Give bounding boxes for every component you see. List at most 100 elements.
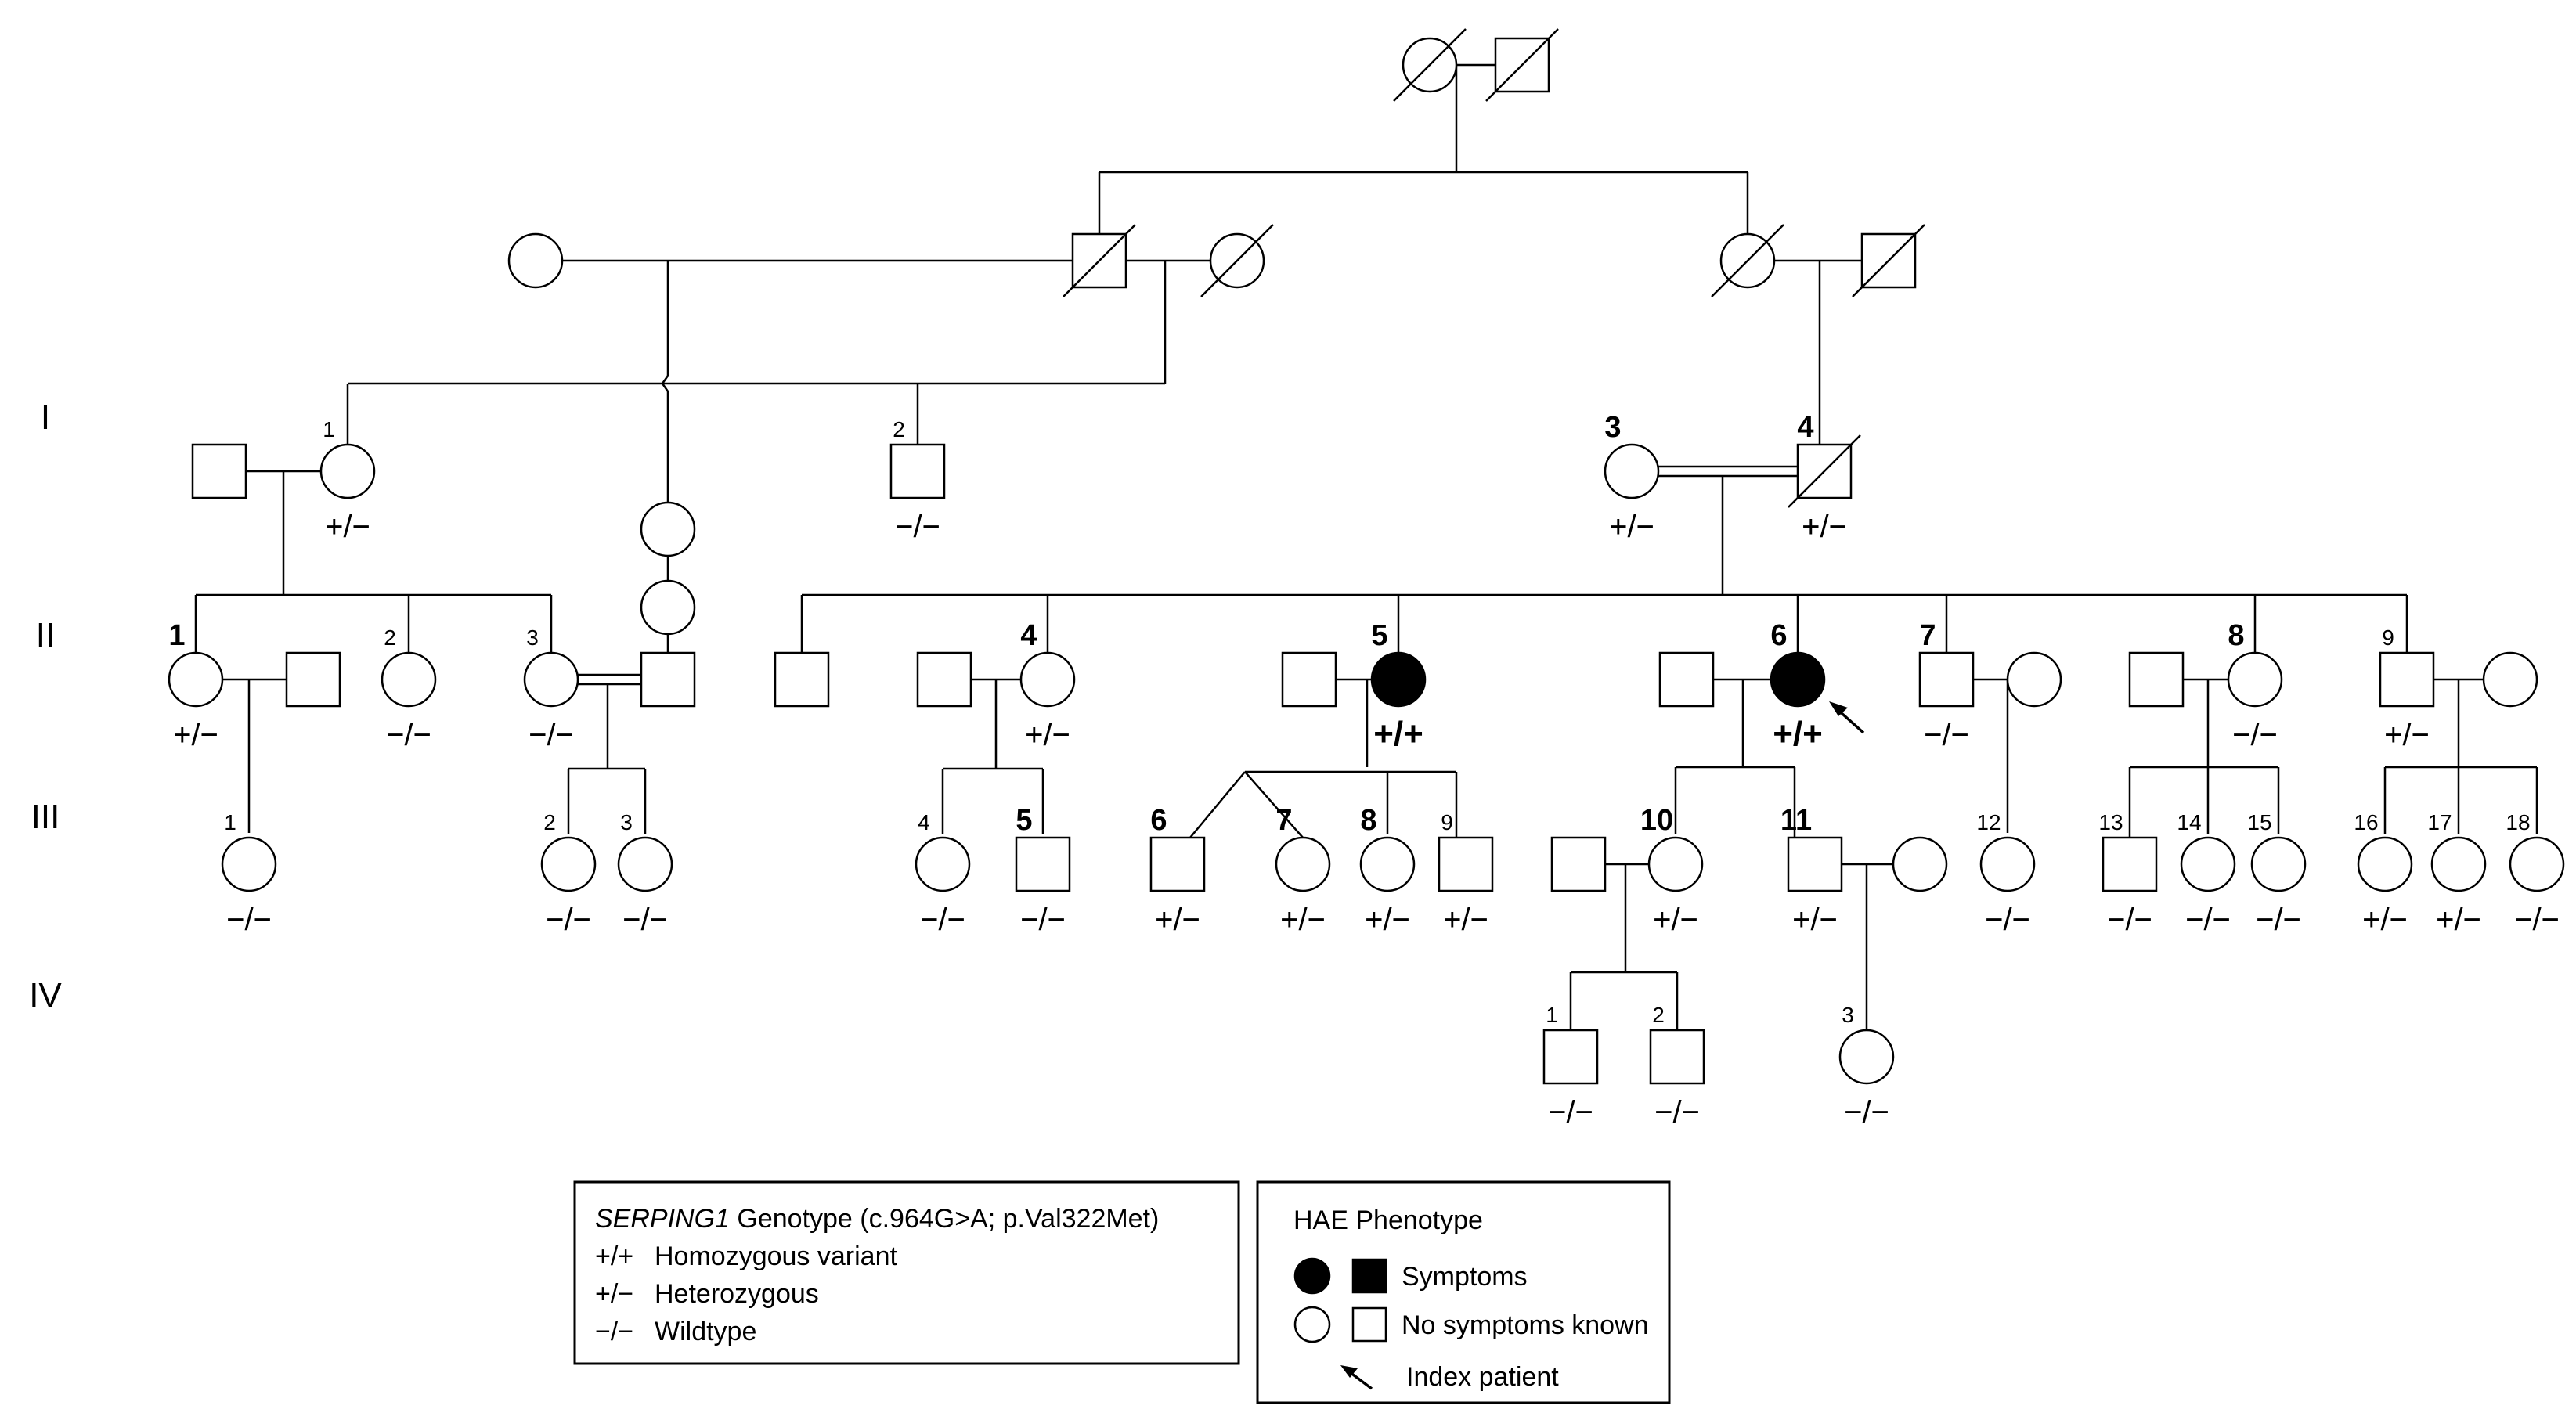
genotype-label: −/− [1654, 1095, 1700, 1130]
person-i-sp1 [191, 443, 247, 499]
person-iii-1: 1−/− [221, 810, 277, 937]
legend-genotype-code: +/− [595, 1279, 633, 1309]
male-symbol [889, 443, 946, 499]
male-symbol [916, 651, 972, 708]
deceased-slash [1711, 224, 1784, 297]
person-ii-3: 3−/− [523, 625, 579, 752]
genotype-label: −/− [2256, 903, 2301, 937]
person-iii-17: 17+/− [2427, 810, 2487, 937]
index-patient-label: Index patient [1406, 1362, 1559, 1392]
symptoms-label: Symptoms [1402, 1262, 1528, 1292]
individual-number: 1 [224, 810, 236, 834]
person-ii-8sp [2128, 651, 2185, 708]
person-g1-dh [1852, 224, 1925, 297]
deceased-slash [1063, 224, 1136, 297]
deceased-slash [1852, 224, 1925, 297]
genotype-label: −/− [529, 718, 574, 752]
female-symbol [221, 836, 277, 892]
person-i-4: 4+/− [1788, 411, 1861, 544]
male-symbol [1787, 836, 1843, 892]
legend-genotype-text: Homozygous variant [655, 1242, 897, 1271]
person-iii-11sp [1892, 836, 1948, 892]
female-symbol [1604, 443, 1660, 499]
deceased-slash [1200, 224, 1274, 297]
genotype-label: +/− [173, 718, 218, 752]
genotype-legend: SERPING1 Genotype (c.964G>A; p.Val322Met… [573, 1180, 1240, 1365]
female-symbol [640, 501, 696, 557]
individual-number: 2 [893, 417, 905, 441]
female-symbol [319, 443, 376, 499]
genotype-legend-title: SERPING1 Genotype (c.964G>A; p.Val322Met… [595, 1204, 1159, 1234]
individual-number: 11 [1780, 804, 1812, 837]
person-ii-3sp [640, 651, 696, 708]
genotype-label: +/− [1443, 903, 1488, 937]
male-symbol [1149, 836, 1206, 892]
affected-female-symbol [1370, 651, 1427, 708]
person-ii-4sp [916, 651, 972, 708]
person-iii-3: 3−/− [617, 810, 673, 937]
individual-number: 14 [2177, 810, 2201, 834]
index-patient-arrow [1829, 701, 1865, 734]
person-iii-13: 13−/− [2098, 810, 2158, 937]
generation-label: IV [29, 976, 62, 1015]
female-symbol [2227, 651, 2283, 708]
individual-number: 12 [1976, 810, 2001, 834]
person-i-3: 3+/− [1604, 411, 1660, 544]
affected-circle-symbol [1293, 1257, 1331, 1295]
genotype-label: +/− [1155, 903, 1200, 937]
female-symbol [915, 836, 971, 892]
genotype-label: −/− [920, 903, 965, 937]
genotype-label: −/− [2514, 903, 2560, 937]
deceased-slash [1393, 28, 1467, 102]
individual-number: 4 [1797, 411, 1813, 444]
male-symbol [1438, 836, 1494, 892]
female-symbol [640, 579, 696, 636]
genotype-label: +/− [325, 510, 370, 544]
individual-number: 7 [1919, 619, 1936, 652]
individual-number: 15 [2247, 810, 2271, 834]
person-ii-9sp [2482, 651, 2538, 708]
person-iv-1: 1−/− [1542, 1003, 1599, 1130]
individual-number: 16 [2354, 810, 2378, 834]
person-iii-7: 7+/− [1275, 804, 1331, 937]
male-symbol [191, 443, 247, 499]
genotype-label: +/− [1365, 903, 1410, 937]
individual-number: 4 [918, 810, 930, 834]
genotype-label: −/− [1020, 903, 1066, 937]
generation-label: II [36, 616, 55, 654]
deceased-slash [1485, 28, 1559, 102]
legend-genotype-code: +/+ [595, 1242, 633, 1271]
female-symbol [2482, 651, 2538, 708]
individual-number: 9 [2382, 625, 2394, 650]
female-symbol [2509, 836, 2565, 892]
male-symbol [1550, 836, 1607, 892]
person-iii-5: 5−/− [1015, 804, 1071, 937]
female-symbol [2006, 651, 2062, 708]
individual-number: 5 [1371, 619, 1387, 652]
individual-number: 9 [1441, 810, 1453, 834]
female-symbol [2357, 836, 2413, 892]
legend-genotype-text: Wildtype [655, 1317, 756, 1346]
person-iii-14: 14 −/− [2177, 810, 2236, 937]
person-iii-18: 18−/− [2506, 810, 2565, 937]
female-symbol [2430, 836, 2487, 892]
genotype-label: −/− [2185, 903, 2231, 937]
male-symbol [2379, 651, 2435, 708]
person-iii-8: 8+/− [1359, 804, 1416, 937]
genotype-label: +/+ [1373, 715, 1423, 753]
person-ii-6sp [1658, 651, 1715, 708]
legend-genotype-code: −/− [595, 1317, 633, 1346]
person-g0-m [1485, 28, 1559, 102]
person-iv-3: 3−/− [1838, 1003, 1895, 1130]
person-g1-w2 [1200, 224, 1274, 297]
genotype-label: −/− [622, 903, 668, 937]
person-g1-m [1063, 224, 1136, 297]
person-i-2: 2−/− [889, 417, 946, 544]
affected-square-symbol [1351, 1258, 1387, 1294]
person-tw-b [640, 579, 696, 636]
person-tw-a [640, 501, 696, 557]
genotype-label: +/− [1792, 903, 1838, 937]
individual-number: 4 [1020, 619, 1037, 652]
individual-number: 8 [2228, 619, 2244, 652]
